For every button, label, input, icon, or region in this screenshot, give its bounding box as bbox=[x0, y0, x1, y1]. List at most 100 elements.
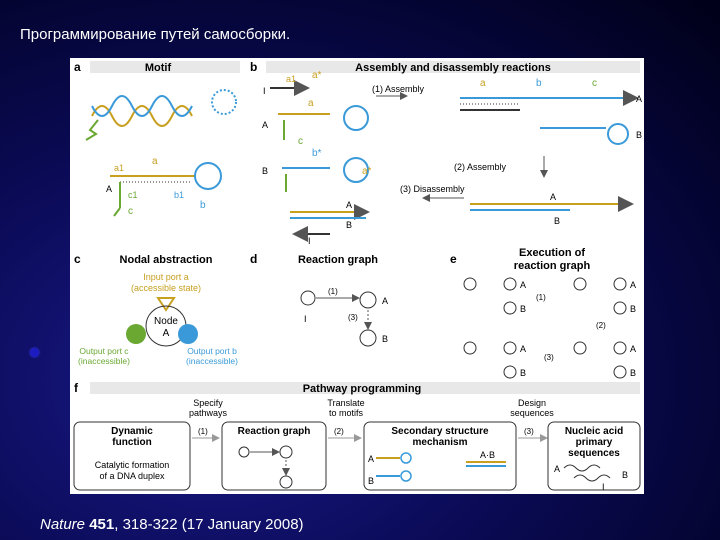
box3-B: B bbox=[368, 476, 374, 486]
step3-label: (3) Disassembly bbox=[400, 184, 465, 194]
label-A: A bbox=[106, 184, 112, 194]
panel-a: a Motif a a1 A c1 c b1 b bbox=[74, 60, 240, 217]
f-arrow3: Design bbox=[518, 398, 546, 408]
label-a-r: a bbox=[480, 78, 486, 89]
bullet-marker bbox=[30, 348, 39, 357]
label-c-b: c bbox=[298, 136, 303, 147]
panel-c-letter: c bbox=[74, 252, 81, 266]
box4-title1: Nucleic acid bbox=[565, 426, 623, 437]
label-I-r3: I bbox=[308, 236, 311, 246]
output-b-label: Output port b bbox=[187, 346, 237, 356]
f-step1: (1) bbox=[198, 427, 208, 436]
label-B-r: B bbox=[636, 130, 642, 140]
panel-b: b Assembly and disassembly reactions I a… bbox=[250, 60, 642, 246]
box4-title3: sequences bbox=[568, 448, 620, 459]
label-A-b: A bbox=[262, 120, 268, 130]
box3-A: A bbox=[368, 454, 374, 464]
box-secondary-structure bbox=[363, 421, 517, 491]
slide-title: Программирование путей самосборки. bbox=[20, 26, 291, 43]
box2-title: Reaction graph bbox=[238, 426, 311, 437]
box1-title2: function bbox=[112, 437, 151, 448]
panel-b-title: Assembly and disassembly reactions bbox=[355, 62, 551, 74]
label-a-b: a bbox=[308, 98, 314, 109]
citation-volume: 451 bbox=[89, 516, 115, 533]
label-a: a bbox=[152, 156, 158, 167]
f-step3: (3) bbox=[524, 427, 534, 436]
output-c-state: (inaccessible) bbox=[78, 356, 130, 366]
output-port-c-dot bbox=[126, 324, 146, 344]
box4-B: B bbox=[622, 470, 628, 480]
panel-d: d Reaction graph I (1) A (3) B bbox=[250, 252, 388, 347]
box3-title2: mechanism bbox=[412, 437, 467, 448]
box1-text2: of a DNA duplex bbox=[99, 471, 165, 481]
citation-pages: , 318-322 (17 January 2008) bbox=[114, 516, 304, 533]
f-arrow1: Specify bbox=[193, 398, 223, 408]
node-I: I bbox=[304, 314, 307, 324]
label-c-r: c bbox=[592, 78, 597, 89]
label-I: I bbox=[263, 86, 266, 96]
f-arrow1b: pathways bbox=[189, 408, 228, 418]
label-B-b: B bbox=[262, 166, 268, 176]
panel-c: c Nodal abstraction Input port a (access… bbox=[74, 252, 238, 366]
box1-title1: Dynamic bbox=[111, 426, 153, 437]
label-a-star: a* bbox=[312, 70, 322, 81]
label-b: b bbox=[200, 200, 206, 211]
node-name: A bbox=[163, 328, 170, 339]
f-arrow2b: to motifs bbox=[329, 408, 364, 418]
panel-f-title: Pathway programming bbox=[303, 383, 422, 395]
label-c: c bbox=[128, 206, 133, 217]
e-step2: (2) bbox=[596, 321, 606, 330]
e-B1: B bbox=[520, 304, 526, 314]
label-b1: b1 bbox=[174, 190, 184, 200]
panel-e-letter: e bbox=[450, 252, 457, 266]
citation-journal: Nature bbox=[40, 516, 86, 533]
panel-a-title: Motif bbox=[145, 62, 172, 74]
f-arrow3b: sequences bbox=[510, 408, 554, 418]
panel-c-title: Nodal abstraction bbox=[120, 254, 213, 266]
box3-AB: A·B bbox=[480, 450, 495, 460]
label-A-r2: A bbox=[550, 192, 556, 202]
box-reaction-graph bbox=[221, 421, 327, 491]
d-step1: (1) bbox=[328, 287, 338, 296]
node-A: A bbox=[382, 296, 388, 306]
e-step1: (1) bbox=[536, 293, 546, 302]
citation: Nature 451, 318-322 (17 January 2008) bbox=[40, 516, 304, 533]
box-dynamic-function bbox=[73, 421, 191, 491]
e-B2: B bbox=[630, 304, 636, 314]
f-arrow2: Translate bbox=[327, 398, 364, 408]
label-a-star-2: a* bbox=[362, 166, 372, 177]
box1-text1: Catalytic formation bbox=[95, 460, 170, 470]
step2-label: (2) Assembly bbox=[454, 162, 507, 172]
dna-helix-illustration bbox=[85, 89, 237, 141]
output-c-label: Output port c bbox=[79, 346, 129, 356]
label-b-star: b* bbox=[312, 148, 322, 159]
label-A-r: A bbox=[636, 94, 642, 104]
label-A-r3: A bbox=[346, 200, 352, 210]
e-B3: B bbox=[520, 368, 526, 378]
label-a1-b: a1 bbox=[286, 74, 296, 84]
node-B: B bbox=[382, 334, 388, 344]
label-B-r3: B bbox=[346, 220, 352, 230]
f-step2: (2) bbox=[334, 427, 344, 436]
figure: a Motif a a1 A c1 c b1 b b Assembly and … bbox=[70, 58, 644, 494]
e-A2: A bbox=[630, 280, 636, 290]
panel-d-title: Reaction graph bbox=[298, 254, 378, 266]
panel-f: f Pathway programming Specify pathways T… bbox=[73, 381, 641, 492]
output-port-b-dot bbox=[178, 324, 198, 344]
input-port-state: (accessible state) bbox=[131, 283, 201, 293]
box-nucleic-acid bbox=[547, 421, 641, 491]
e-A1: A bbox=[520, 280, 526, 290]
panel-f-letter: f bbox=[74, 381, 79, 395]
label-B-r2: B bbox=[554, 216, 560, 226]
figure-canvas: a Motif a a1 A c1 c b1 b b Assembly and … bbox=[73, 60, 642, 492]
box3-title1: Secondary structure bbox=[391, 426, 489, 437]
panel-b-letter: b bbox=[250, 60, 257, 74]
panel-a-letter: a bbox=[74, 60, 81, 74]
panel-e-title-1: Execution of bbox=[519, 247, 585, 259]
e-step3: (3) bbox=[544, 353, 554, 362]
box4-I: I bbox=[602, 482, 605, 492]
box4-title2: primary bbox=[576, 437, 613, 448]
panel-e-title-2: reaction graph bbox=[514, 260, 591, 272]
e-B4: B bbox=[630, 368, 636, 378]
label-a1: a1 bbox=[114, 163, 124, 173]
